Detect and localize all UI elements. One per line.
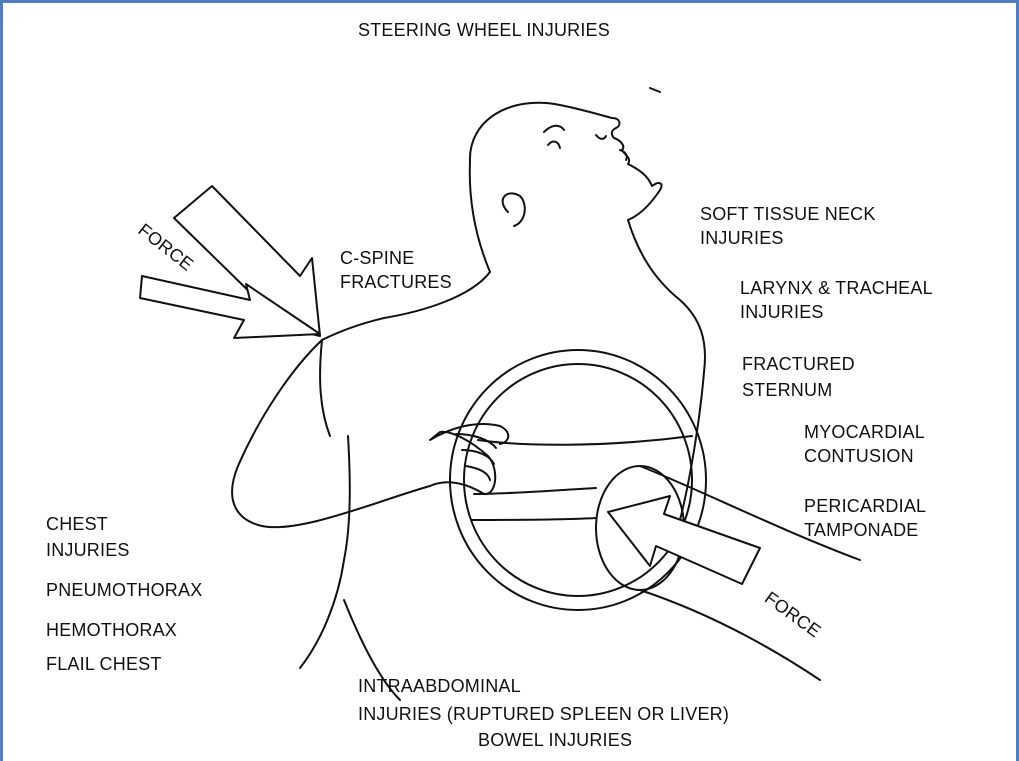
c-spine-label-line2: FRACTURES xyxy=(340,270,452,294)
eyebrow xyxy=(544,126,564,132)
torso-right xyxy=(680,372,704,520)
left-arm-inner xyxy=(300,436,350,668)
wheel-spoke-low xyxy=(472,518,596,520)
hemothorax-label: HEMOTHORAX xyxy=(46,618,177,642)
dash-mark xyxy=(650,88,660,92)
diagram-title: STEERING WHEEL INJURIES xyxy=(358,18,610,42)
nose-nostril xyxy=(596,135,606,139)
sternum-label-line1: FRACTURED xyxy=(742,352,855,376)
head-outline xyxy=(470,103,662,190)
pericardial-label-line1: PERICARDIAL xyxy=(804,494,926,518)
neck-front xyxy=(628,220,705,372)
pericardial-label-line2: TAMPONADE xyxy=(804,518,918,542)
ear xyxy=(503,193,525,226)
bowel-label: BOWEL INJURIES xyxy=(478,728,632,752)
sternum-label-line2: STERNUM xyxy=(742,378,832,402)
flail-chest-label: FLAIL CHEST xyxy=(46,652,162,676)
abdominal-label-line2: INJURIES (RUPTURED SPLEEN OR LIVER) xyxy=(358,702,729,726)
wheel-spoke-top xyxy=(478,436,692,445)
mouth xyxy=(620,150,627,160)
larynx-label-line1: LARYNX & TRACHEAL xyxy=(740,276,933,300)
face-lower xyxy=(628,190,660,220)
steering-wheel-inner xyxy=(464,364,692,596)
c-spine-label-line1: C-SPINE xyxy=(340,246,414,270)
soft-tissue-label-line2: INJURIES xyxy=(700,226,784,250)
pneumothorax-label: PNEUMOTHORAX xyxy=(46,578,202,602)
eye xyxy=(548,142,560,148)
myocardial-label-line2: CONTUSION xyxy=(804,444,914,468)
abdominal-label-line1: INTRAABDOMINAL xyxy=(358,674,521,698)
chest-label-line1: CHEST xyxy=(46,512,108,536)
chest-label-line2: INJURIES xyxy=(46,538,130,562)
soft-tissue-label-line1: SOFT TISSUE NECK xyxy=(700,202,876,226)
larynx-label-line2: INJURIES xyxy=(740,300,824,324)
left-arm-outer xyxy=(232,340,430,527)
myocardial-label-line1: MYOCARDIAL xyxy=(804,420,925,444)
armpit xyxy=(320,340,330,436)
